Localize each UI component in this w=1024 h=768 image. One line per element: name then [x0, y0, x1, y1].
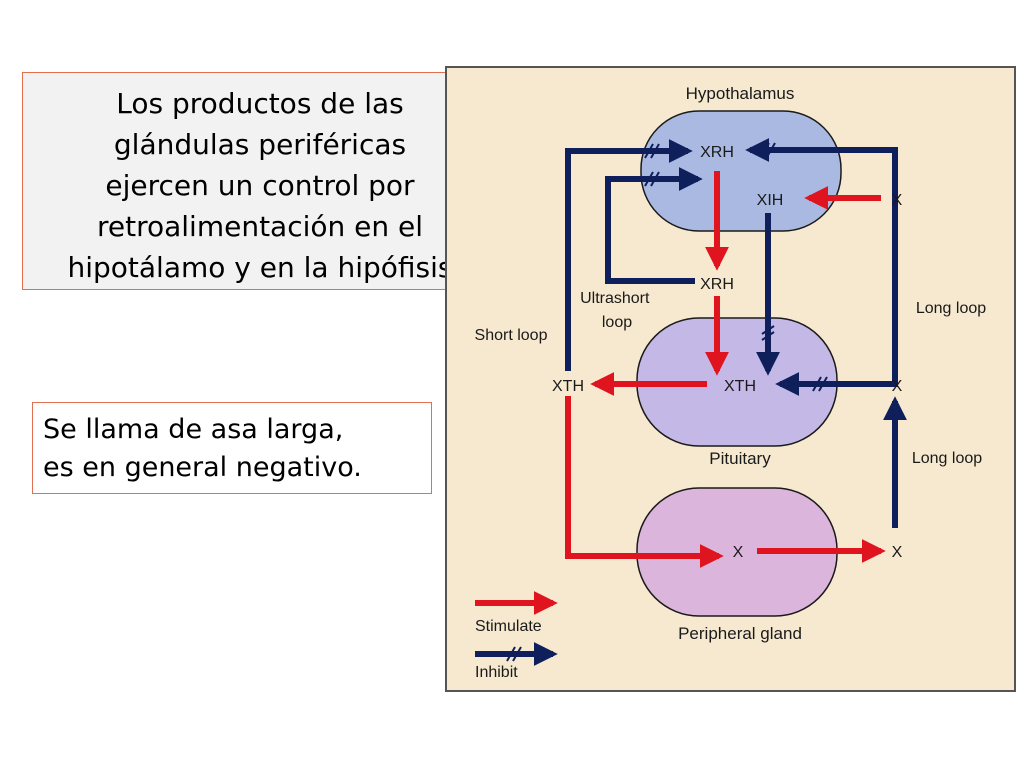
inhibit-tick-mark	[644, 143, 660, 159]
short-loop-label: Short loop	[475, 327, 548, 344]
legend-inhibit-label: Inhibit	[475, 664, 518, 681]
long-loop-bottom-label: Long loop	[912, 450, 982, 467]
hypothalamus-shape	[640, 110, 842, 232]
callout-line: retroalimentación en el	[96, 210, 424, 243]
inhibit-arrow-ultrashort-loop	[605, 167, 703, 284]
callout-peripheral-feedback: Los productos de las glándulas periféric…	[22, 72, 498, 290]
inhibit-tick-mark	[760, 142, 776, 158]
peripheral-gland-label: Peripheral gland	[678, 624, 802, 643]
x-mid-right-label: X	[892, 378, 903, 395]
callout-line: Los productos de las	[116, 87, 404, 120]
x-gland-label: X	[733, 544, 744, 561]
ultrashort-loop-line-1: Ultrashort	[580, 290, 650, 307]
xth-released-label: XTH	[552, 378, 584, 395]
inhibit-tick-mark	[506, 646, 522, 662]
inhibit-tick-mark	[761, 325, 775, 341]
long-loop-top-label: Long loop	[916, 300, 986, 317]
x-bottom-right-label: X	[892, 544, 903, 561]
xth-pituitary-label: XTH	[724, 378, 756, 395]
callout-long-loop: Se llama de asa larga, es en general neg…	[32, 402, 432, 494]
inhibit-arrow-long-loop-hypothalamus	[745, 138, 898, 191]
hypothalamus-label: Hypothalamus	[686, 84, 795, 103]
inhibit-tick-mark	[644, 171, 660, 187]
legend-stimulate-label: Stimulate	[475, 618, 542, 635]
xih-label: XIH	[757, 192, 784, 209]
callout-line: es en general negativo.	[43, 452, 362, 483]
ultrashort-loop-line-2: loop	[602, 314, 632, 331]
ultrashort-loop-label: Ultrashort loop	[580, 290, 654, 331]
xrh-released-label: XRH	[700, 276, 734, 293]
xrh-hypothalamus-label: XRH	[700, 144, 734, 161]
callout-line: hipotálamo y en la hipófisis	[67, 251, 453, 284]
callout-line: ejercen un control por	[105, 169, 415, 202]
x-top-right-label: X	[892, 192, 903, 209]
inhibit-arrow-long-loop-pituitary	[775, 184, 898, 396]
stimulate-arrow-xth-to-gland	[565, 396, 724, 568]
feedback-loop-diagram: Hypothalamus Pituitary Peripheral gland …	[445, 66, 1016, 692]
callout-line: Se llama de asa larga,	[43, 414, 344, 445]
callout-line: glándulas periféricas	[113, 128, 407, 161]
pituitary-label: Pituitary	[709, 449, 771, 468]
inhibit-tick-mark	[812, 376, 828, 392]
